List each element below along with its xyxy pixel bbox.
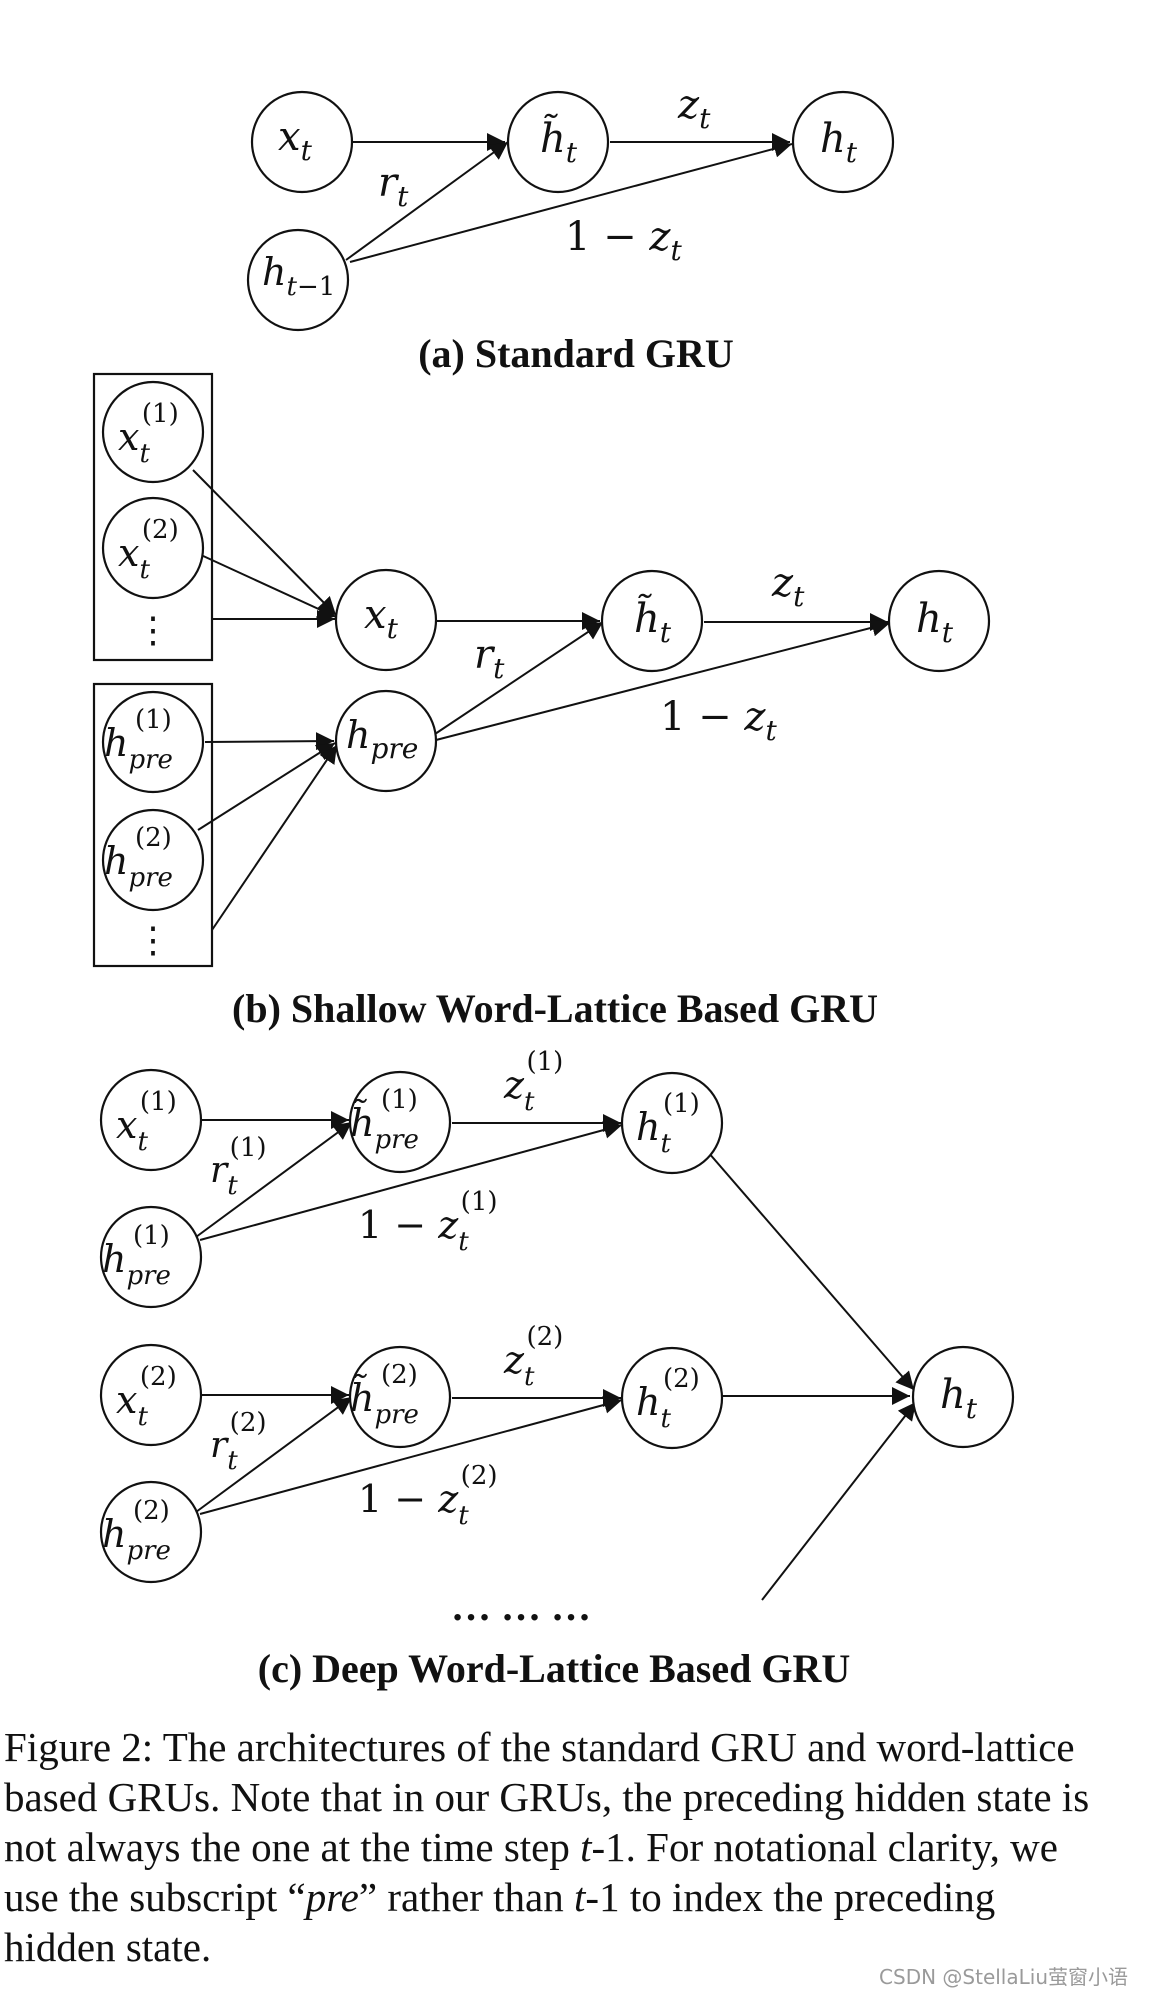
edge-h1-to-hpre <box>204 732 335 751</box>
node-x-t-b <box>334 568 438 672</box>
edge-more-to-ht <box>761 1401 917 1601</box>
csdn-watermark: CSDN @StellaLiu萤窗小语 <box>879 1965 1128 1989</box>
label-z-t-1: zt(1) <box>503 1047 563 1117</box>
node-x-t-2-c <box>99 1343 203 1447</box>
label-z-t-2: zt(2) <box>503 1322 563 1392</box>
vdots-states: ⋮ <box>135 920 171 961</box>
panel-b-shallow-gru: ⋮ ⋮ xt(1) xt(2) hpre(1) hpre(2) xt hpre … <box>92 372 991 1031</box>
figure-caption: Figure 2: The architectures of the stand… <box>4 1722 1114 1972</box>
node-h-t-c <box>911 1345 1015 1449</box>
node-x-t-1 <box>101 380 205 484</box>
label-h-pre-2-c: hpre(2) <box>102 1496 171 1566</box>
node-h-t <box>791 90 895 194</box>
label-one-minus-z-t-1: 1 − zt(1) <box>358 1187 498 1257</box>
panel-c-deep-gru: xt(1) hpre(1) h̃pre(1) ht(1) xt(2) hpre(… <box>99 1047 1015 1691</box>
ellipsis-more-branches: … … … <box>451 1584 591 1629</box>
caption-mid-2: ” rather than <box>358 1874 575 1920</box>
label-z-t: zt <box>677 82 711 135</box>
node-h-tilde-t-b <box>600 569 704 673</box>
node-h-pre-2 <box>101 808 205 912</box>
label-z-t-b: zt <box>771 560 805 613</box>
caption-lead: Figure 2: The architectures of the stand… <box>4 1724 1090 1870</box>
edge-h1-to-htilde1 <box>195 1121 353 1238</box>
node-h-tilde-pre-1 <box>348 1070 452 1174</box>
node-h-pre-1 <box>101 690 205 794</box>
edge-h2-to-hpre <box>197 742 336 831</box>
node-h-t-1-c <box>620 1071 724 1175</box>
label-one-minus-z-t: 1 − zt <box>565 214 682 267</box>
vdots-inputs: ⋮ <box>135 610 171 651</box>
node-x-t <box>250 90 354 194</box>
panel-a-standard-gru: xt h̃t ht ht−1 rt zt 1 − zt (a) Standard… <box>246 82 895 376</box>
edge-hpre-to-htilde-b <box>431 621 604 737</box>
caption-panel-b: (b) Shallow Word-Lattice Based GRU <box>232 986 878 1031</box>
edge-h1t-to-ht <box>707 1151 915 1391</box>
node-h-pre-2-c <box>99 1480 203 1584</box>
label-one-minus-z-t-2: 1 − zt(2) <box>358 1461 498 1531</box>
caption-tail: -1 to index the preceding hidden state. <box>4 1874 996 1970</box>
caption-t-2: t <box>574 1874 586 1920</box>
caption-panel-a: (a) Standard GRU <box>418 331 734 376</box>
edge-x2-to-xt <box>200 554 337 618</box>
edge-h2-to-htilde2 <box>195 1396 353 1513</box>
node-h-pre-1-c <box>99 1205 203 1309</box>
label-r-t-b: rt <box>474 632 505 685</box>
box-preceding-states <box>92 682 214 968</box>
node-h-tilde-pre-2 <box>348 1345 452 1449</box>
box-word-inputs <box>92 372 214 662</box>
node-x-t-2 <box>101 496 205 600</box>
edge-ht1-to-ht <box>349 139 793 263</box>
edge-x1-to-xt <box>192 469 337 616</box>
node-h-t-b <box>887 569 991 673</box>
edge-h2-to-h2t <box>199 1396 623 1515</box>
edge-hpre-to-ht-b <box>435 618 891 741</box>
caption-pre: pre <box>305 1874 359 1920</box>
edge-more-to-hpre <box>211 744 338 931</box>
node-x-t-1-c <box>99 1068 203 1172</box>
caption-panel-c: (c) Deep Word-Lattice Based GRU <box>258 1646 851 1691</box>
edge-ht1-to-htilde <box>345 141 509 261</box>
edge-h1-to-h1t <box>199 1121 623 1241</box>
label-x-t-b: xt <box>364 592 399 645</box>
label-one-minus-z-t-b: 1 − zt <box>660 694 777 747</box>
node-h-pre-b <box>334 689 438 793</box>
node-h-t-minus-1 <box>246 228 350 332</box>
figure-2-diagram: xt h̃t ht ht−1 rt zt 1 − zt (a) Standard… <box>92 82 1015 1691</box>
node-h-tilde-t <box>506 90 610 194</box>
label-r-t: rt <box>378 160 409 213</box>
node-h-t-2-c <box>620 1346 724 1450</box>
caption-t-1: t <box>580 1824 592 1870</box>
caption-mid-1: -1. For notational clarity, we use the s… <box>4 1824 1058 1920</box>
